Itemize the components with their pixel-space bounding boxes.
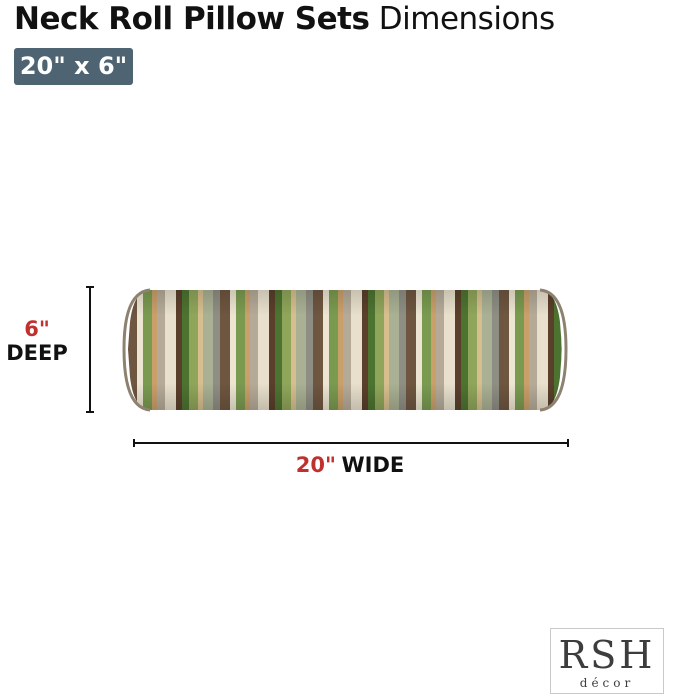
pillow-illustration xyxy=(120,282,570,417)
brand-logo: RSH décor xyxy=(550,628,664,694)
pillow-icon xyxy=(122,288,568,412)
title-product: Neck Roll Pillow Sets xyxy=(14,1,370,37)
right-cap xyxy=(539,288,568,412)
width-label: 20" WIDE xyxy=(270,453,430,477)
left-cap xyxy=(122,288,151,412)
title-suffix: Dimensions xyxy=(378,1,555,37)
width-value: 20" xyxy=(295,453,336,477)
size-badge: 20" x 6" xyxy=(14,48,133,85)
depth-value: 6" xyxy=(24,317,50,341)
page-title: Neck Roll Pillow Sets Dimensions xyxy=(14,0,555,38)
depth-line xyxy=(86,286,94,413)
depth-label: 6" DEEP xyxy=(0,317,74,365)
width-line xyxy=(133,439,569,447)
depth-word: DEEP xyxy=(6,341,68,365)
width-word: WIDE xyxy=(341,453,405,477)
logo-sub: décor xyxy=(579,676,635,690)
logo-main: RSH xyxy=(558,633,656,677)
